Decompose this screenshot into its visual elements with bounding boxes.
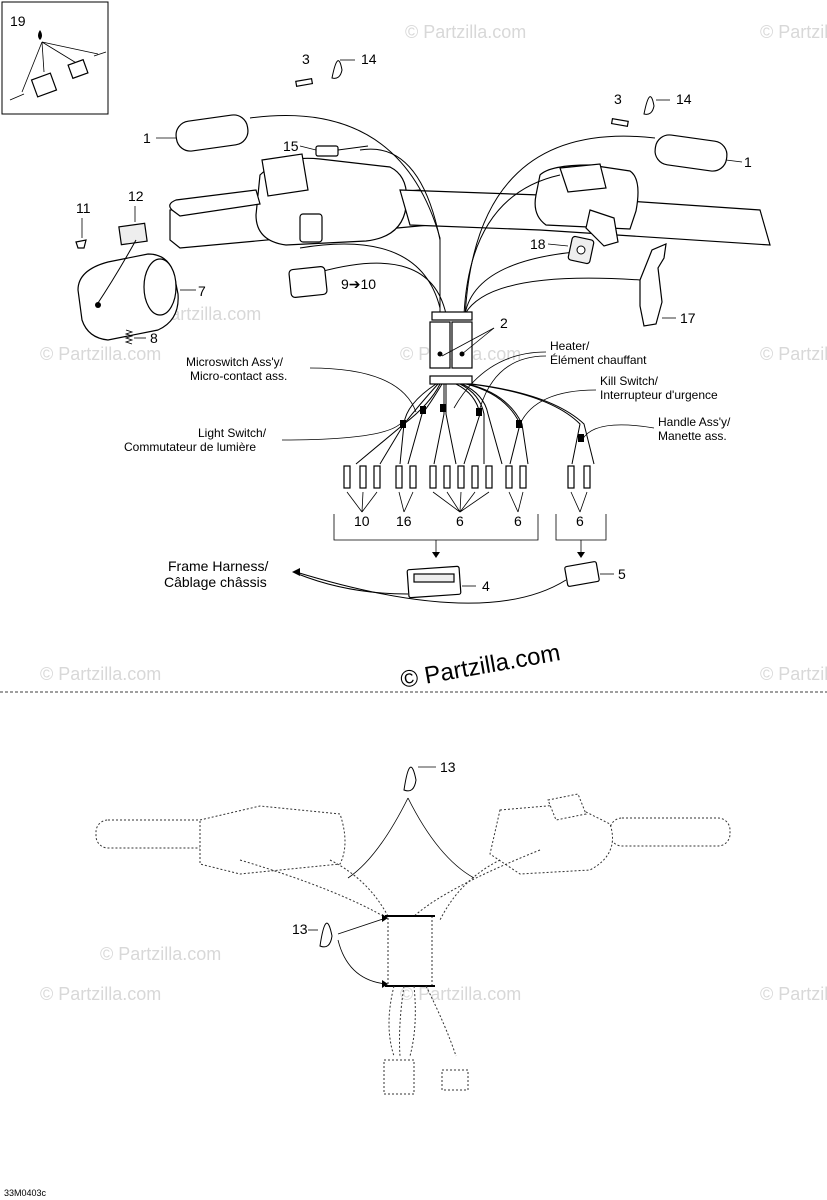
- callout-3: 3: [614, 91, 622, 107]
- watermark: © Partzilla.com: [760, 344, 827, 364]
- harness-branches: [355, 383, 595, 465]
- callout-5: 5: [618, 566, 626, 582]
- copyright: © Partzilla.com: [398, 639, 562, 694]
- label-kill-en: Kill Switch/: [600, 374, 659, 388]
- callout-9-10: 9➔10: [341, 276, 376, 292]
- inset-connector-kit: 19: [1, 1, 109, 115]
- watermark: © Partzilla.com: [100, 944, 221, 964]
- callout-14: 14: [361, 51, 377, 67]
- switch-18: 18: [530, 235, 595, 265]
- callout-13: 13: [292, 921, 308, 937]
- callout-14: 14: [676, 91, 692, 107]
- terminal-row: 10 16 6 6 6: [343, 465, 591, 529]
- watermark: © Partzilla.com: [40, 344, 161, 364]
- connector-5: 5: [564, 561, 626, 587]
- throttle-cover: 7: [77, 239, 206, 341]
- callout-15: 15: [283, 138, 299, 154]
- callout-7: 7: [198, 283, 206, 299]
- screw-and-label: 11 12: [75, 188, 148, 249]
- callout-6: 6: [576, 513, 584, 529]
- callout-13: 13: [440, 759, 456, 775]
- callout-18: 18: [530, 236, 546, 252]
- watermark: © Partzilla.com: [760, 22, 827, 42]
- frame-harness-wire: [295, 571, 567, 604]
- grease-drop-icon: [38, 30, 42, 40]
- callout-11: 11: [76, 200, 91, 216]
- callout-16: 16: [396, 513, 412, 529]
- right-grip: 1: [654, 134, 752, 172]
- wiring: [249, 115, 656, 320]
- callout-6: 6: [456, 513, 464, 529]
- watermark: © Partzilla.com: [400, 984, 521, 1004]
- bracket-17: 17: [639, 243, 696, 327]
- label-microswitch-fr: Micro-contact ass.: [190, 369, 287, 383]
- label-light-fr: Commutateur de lumière: [124, 440, 256, 454]
- right-handlebar: [399, 163, 771, 247]
- label-heater-en: Heater/: [550, 339, 590, 353]
- watermark: © Partzilla.com: [40, 984, 161, 1004]
- sensor-15: 15: [283, 138, 369, 157]
- callout-1: 1: [744, 154, 752, 170]
- assembled-view: 13 13: [95, 759, 731, 1095]
- callout-6: 6: [514, 513, 522, 529]
- frame-harness-wire: [297, 573, 409, 595]
- connector-4: 4: [406, 565, 490, 599]
- callout-19: 19: [10, 13, 26, 29]
- label-handle-fr: Manette ass.: [658, 429, 727, 443]
- callout-17: 17: [680, 310, 696, 326]
- callout-10: 10: [354, 513, 370, 529]
- watermark: © Partzilla.com: [760, 664, 827, 684]
- spring: 8: [124, 329, 158, 346]
- switch-9: 9➔10: [288, 265, 376, 299]
- left-handlebar: [169, 153, 431, 249]
- label-kill-fr: Interrupteur d'urgence: [600, 388, 718, 402]
- watermark: © Partzilla.com: [405, 22, 526, 42]
- label-heater-fr: Élément chauffant: [550, 352, 647, 367]
- label-frame-en: Frame Harness/: [168, 558, 268, 574]
- group-brackets: [333, 514, 607, 558]
- drawing-code: 33M0403c: [4, 1188, 47, 1198]
- callout-2: 2: [500, 315, 508, 331]
- label-frame-fr: Câblage châssis: [164, 574, 267, 590]
- callout-8: 8: [150, 330, 158, 346]
- watermark: © Partzilla.com: [40, 664, 161, 684]
- callout-3: 3: [302, 51, 310, 67]
- labels: Microswitch Ass'y/ Micro-contact ass. He…: [124, 339, 731, 590]
- callout-1: 1: [143, 130, 151, 146]
- label-microswitch-en: Microswitch Ass'y/: [186, 355, 284, 369]
- pin-and-tie-left: 3 14: [295, 51, 377, 88]
- callout-4: 4: [482, 578, 490, 594]
- harness-trunk: 2: [429, 311, 508, 385]
- label-handle-en: Handle Ass'y/: [658, 415, 731, 429]
- callout-12: 12: [128, 188, 144, 204]
- pin-and-tie-right: 3 14: [610, 91, 692, 128]
- left-grip: 1: [143, 114, 249, 152]
- label-light-en: Light Switch/: [198, 426, 267, 440]
- watermark: © Partzilla.com: [760, 984, 827, 1004]
